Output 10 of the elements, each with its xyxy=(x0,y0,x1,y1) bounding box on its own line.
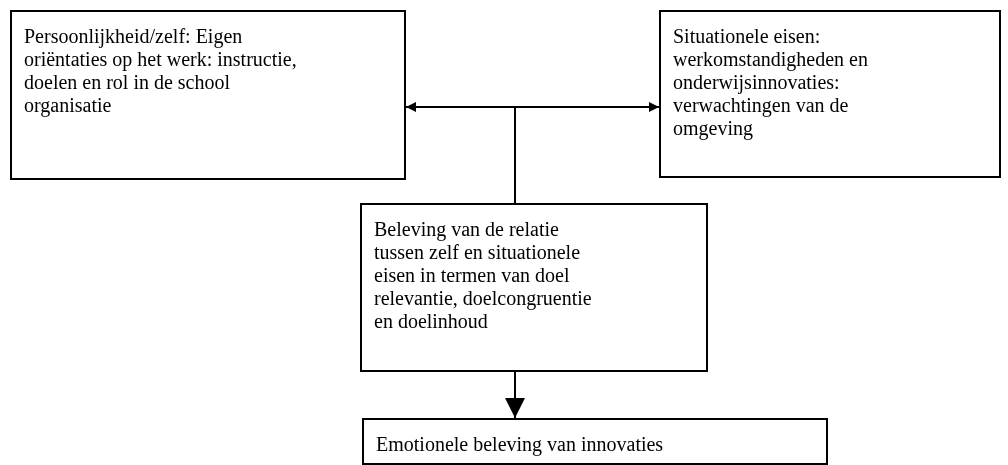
text-box xyxy=(10,10,406,180)
arrow xyxy=(514,102,660,204)
arrow xyxy=(505,371,525,419)
text-box xyxy=(362,418,828,465)
text-box xyxy=(360,203,708,372)
box-text: Emotionele beleving van innovaties xyxy=(376,433,665,456)
box-text: Persoonlijkheid/zelf: Eigen oriëntaties op het werk: instructie, doelen en rol in de school organisatie xyxy=(24,25,298,117)
text-box xyxy=(659,10,1001,178)
box-text: Situationele eisen: werkomstandigheden en onderwijsinnovaties: verwachtingen van de omgeving xyxy=(673,25,869,140)
box-text: Beleving van de relatie tussen zelf en situationele eisen in termen van doel relevantie, doelcongruentie en doelinhoud xyxy=(374,218,593,333)
